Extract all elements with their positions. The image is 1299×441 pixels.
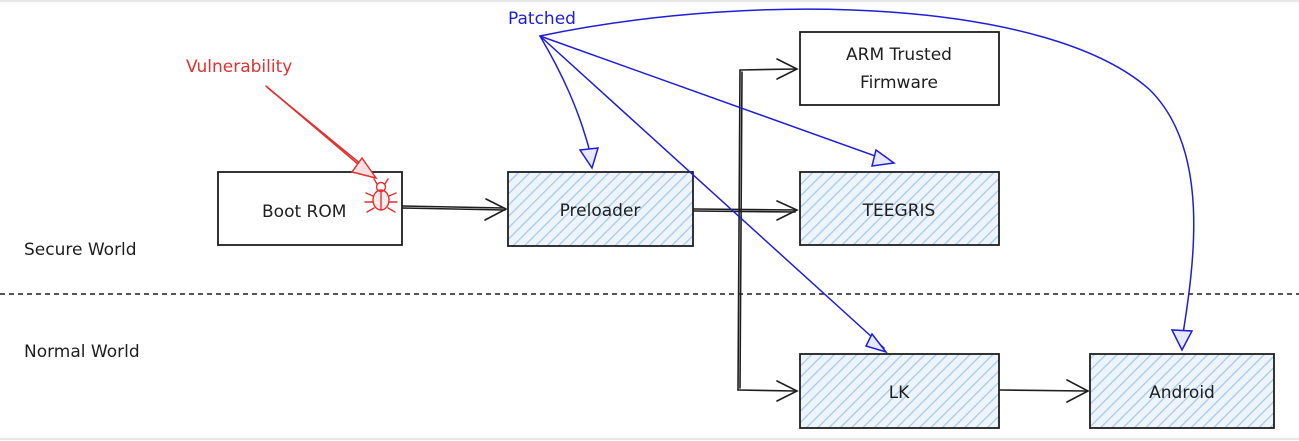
teegris-label: TEEGRIS xyxy=(862,201,936,221)
arrow-bus-lk xyxy=(737,389,797,392)
arrow-bootrom-preloader xyxy=(401,207,506,211)
box-teegris: TEEGRIS xyxy=(799,171,1000,246)
patched-label: Patched xyxy=(508,9,576,29)
vulnerability-arrow xyxy=(265,85,378,180)
patched-arrow-lk xyxy=(539,35,885,349)
box-android: Android xyxy=(1089,353,1275,429)
secure-world-label: Secure World xyxy=(24,240,137,260)
box-arm-trusted-firmware: ARM Trusted Firmware xyxy=(799,31,1000,106)
box-preloader: Preloader xyxy=(507,171,694,247)
arm-tf-label-line2: Firmware xyxy=(860,73,938,93)
arrow-preloader-teegris xyxy=(693,208,797,211)
vulnerability-label: Vulnerability xyxy=(186,57,292,77)
patched-arrows xyxy=(539,8,1195,354)
arrow-lk-android xyxy=(999,389,1087,392)
connector-bus xyxy=(737,69,741,391)
black-connectors xyxy=(401,58,1090,403)
patched-arrow-android xyxy=(539,8,1195,341)
normal-world-label: Normal World xyxy=(24,342,140,362)
box-lk: LK xyxy=(799,353,1000,429)
arrow-bus-armtf xyxy=(739,68,797,71)
patched-arrow-teegris xyxy=(539,35,893,163)
arm-tf-label-line1: ARM Trusted xyxy=(846,45,952,65)
bug-icon xyxy=(364,178,398,213)
preloader-label: Preloader xyxy=(560,201,641,221)
patched-arrow-preloader xyxy=(539,35,593,161)
boot-rom-label: Boot ROM xyxy=(262,202,346,222)
lk-label: LK xyxy=(889,383,910,403)
box-boot-rom: Boot ROM xyxy=(217,171,403,246)
android-label: Android xyxy=(1149,383,1215,403)
